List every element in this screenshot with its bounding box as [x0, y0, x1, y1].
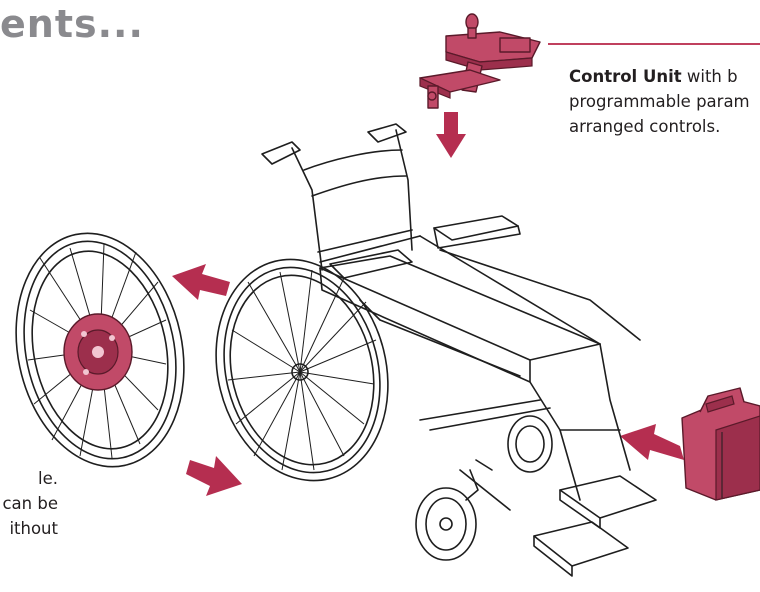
- caster-wheels: [416, 416, 552, 560]
- battery-pack-illustration: [682, 388, 760, 500]
- arrow-left-icon: [172, 264, 230, 300]
- rear-wheel-illustration: [193, 241, 410, 499]
- drive-wheel-illustration: [0, 218, 205, 483]
- control-unit-illustration: [420, 14, 540, 108]
- arrow-left-icon: [620, 424, 684, 460]
- arrow-down-icon: [436, 112, 466, 158]
- arrow-right-icon: [186, 456, 242, 496]
